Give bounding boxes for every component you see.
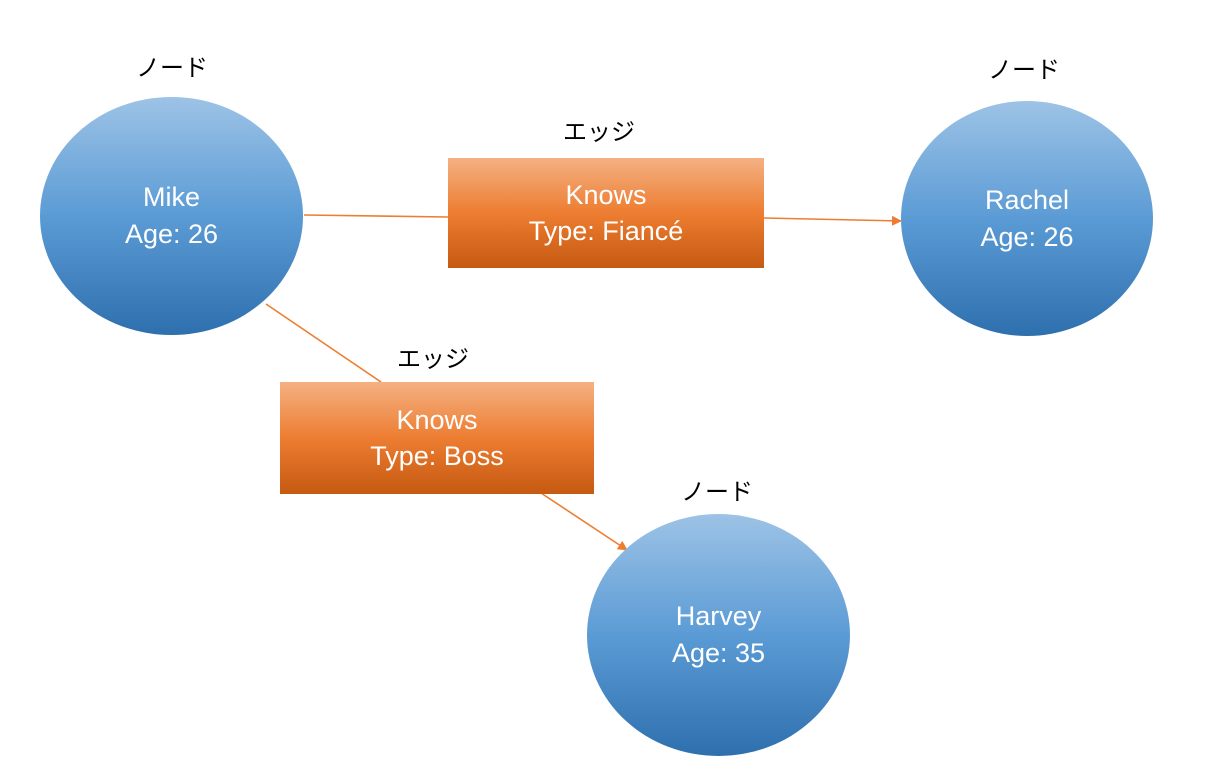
node-name: Mike (142, 182, 200, 212)
edge-label: Knows (565, 180, 647, 210)
node-name: Harvey (675, 601, 762, 631)
edge-type: Type: Fiancé (528, 216, 684, 246)
edge-box-fiance: Knows Type: Fiancé (448, 158, 764, 268)
node-caption-rachel: ノード (988, 56, 1060, 84)
connector-boss-to-harvey (540, 492, 628, 551)
node-mike: Mike Age: 26 (40, 97, 303, 335)
connector-mike-to-boss (265, 303, 382, 383)
connector-fiance-to-rachel (763, 215, 902, 226)
node-age: Age: 35 (671, 638, 766, 668)
node-age: Age: 26 (980, 221, 1074, 252)
node-caption-harvey: ノード (681, 478, 753, 506)
edge-box-boss: Knows Type: Boss (280, 382, 594, 494)
node-caption-mike: ノード (136, 54, 208, 82)
node-rachel: Rachel Age: 26 (901, 101, 1153, 336)
edge-caption-boss: エッジ (397, 345, 469, 373)
node-age: Age: 26 (124, 219, 219, 249)
edge-caption-fiance: エッジ (563, 118, 635, 146)
edge-label: Knows (396, 405, 478, 435)
node-harvey: Harvey Age: 35 (587, 514, 850, 756)
connector-mike-to-fiance (303, 214, 449, 218)
edge-type: Type: Boss (370, 441, 504, 471)
node-name: Rachel (984, 184, 1070, 215)
